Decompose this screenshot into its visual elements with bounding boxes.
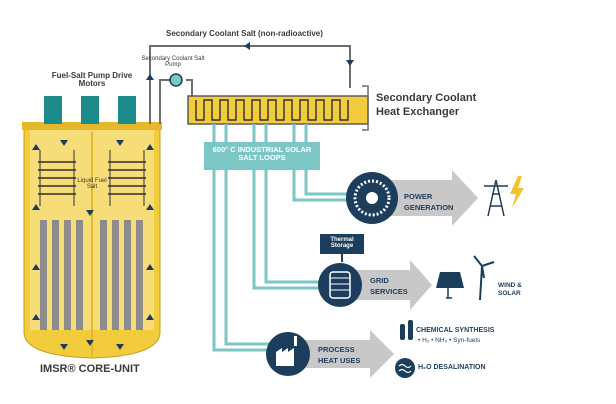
top-pipe-label: Secondary Coolant Salt (non-radioactive): [166, 29, 323, 38]
turbine-icon: [346, 172, 398, 224]
hx-label: Secondary Coolant Heat Exchanger: [376, 92, 477, 118]
chemical-synthesis-label: CHEMICAL SYNTHESIS: [416, 327, 495, 334]
core-flow-arrows: [32, 140, 154, 350]
process-heat-arrow: [298, 330, 394, 378]
grid-services-label: GRID SERVICES: [370, 276, 408, 296]
pump-label: Secondary Coolant Salt Pump: [141, 56, 205, 69]
grid-storage-tank-icon: [318, 263, 362, 307]
power-generation-label: POWER GENERATION: [404, 192, 454, 212]
chemical-list: • H₂ • NH₃ • Syn-fuels: [418, 337, 481, 344]
secondary-heat-exchanger: [187, 95, 369, 125]
transmission-tower-icon: [484, 179, 508, 217]
solar-loops-label: 600° C INDUSTRIAL SOLAR SALT LOOPS: [212, 145, 312, 162]
thermal-storage-label: Thermal Storage: [330, 237, 354, 250]
lightning-icon: [510, 176, 524, 208]
desalination-label: H₂O DESALINATION: [418, 364, 486, 371]
grid-services-arrow: [350, 260, 432, 310]
water-icon: [395, 358, 415, 378]
factory-icon: [266, 332, 310, 376]
secondary-coolant-pump-icon: [169, 73, 183, 87]
solar-loops-box: [204, 142, 320, 170]
fuel-salt-pump-motors: [44, 96, 136, 124]
hx-bracket: [362, 85, 369, 131]
core-label: IMSR® CORE-UNIT: [40, 363, 140, 375]
thermal-storage-box: [320, 234, 364, 254]
graphite-rods: [40, 220, 143, 330]
liquid-fuel-label: Liquid Fuel Salt: [77, 178, 107, 191]
secondary-pipe-arrows: [146, 42, 354, 80]
motors-label: Fuel-Salt Pump Drive Motors: [51, 71, 133, 89]
internal-heat-exchanger-coils: [38, 150, 146, 206]
chemistry-icon: [400, 320, 413, 340]
power-generation-arrow: [382, 170, 478, 226]
process-heat-label: PROCESS HEAT USES: [318, 345, 361, 365]
wind-turbine-icon: [473, 255, 495, 301]
wind-solar-label: WIND & SOLAR: [498, 282, 522, 298]
solar-panel-icon: [436, 272, 464, 299]
